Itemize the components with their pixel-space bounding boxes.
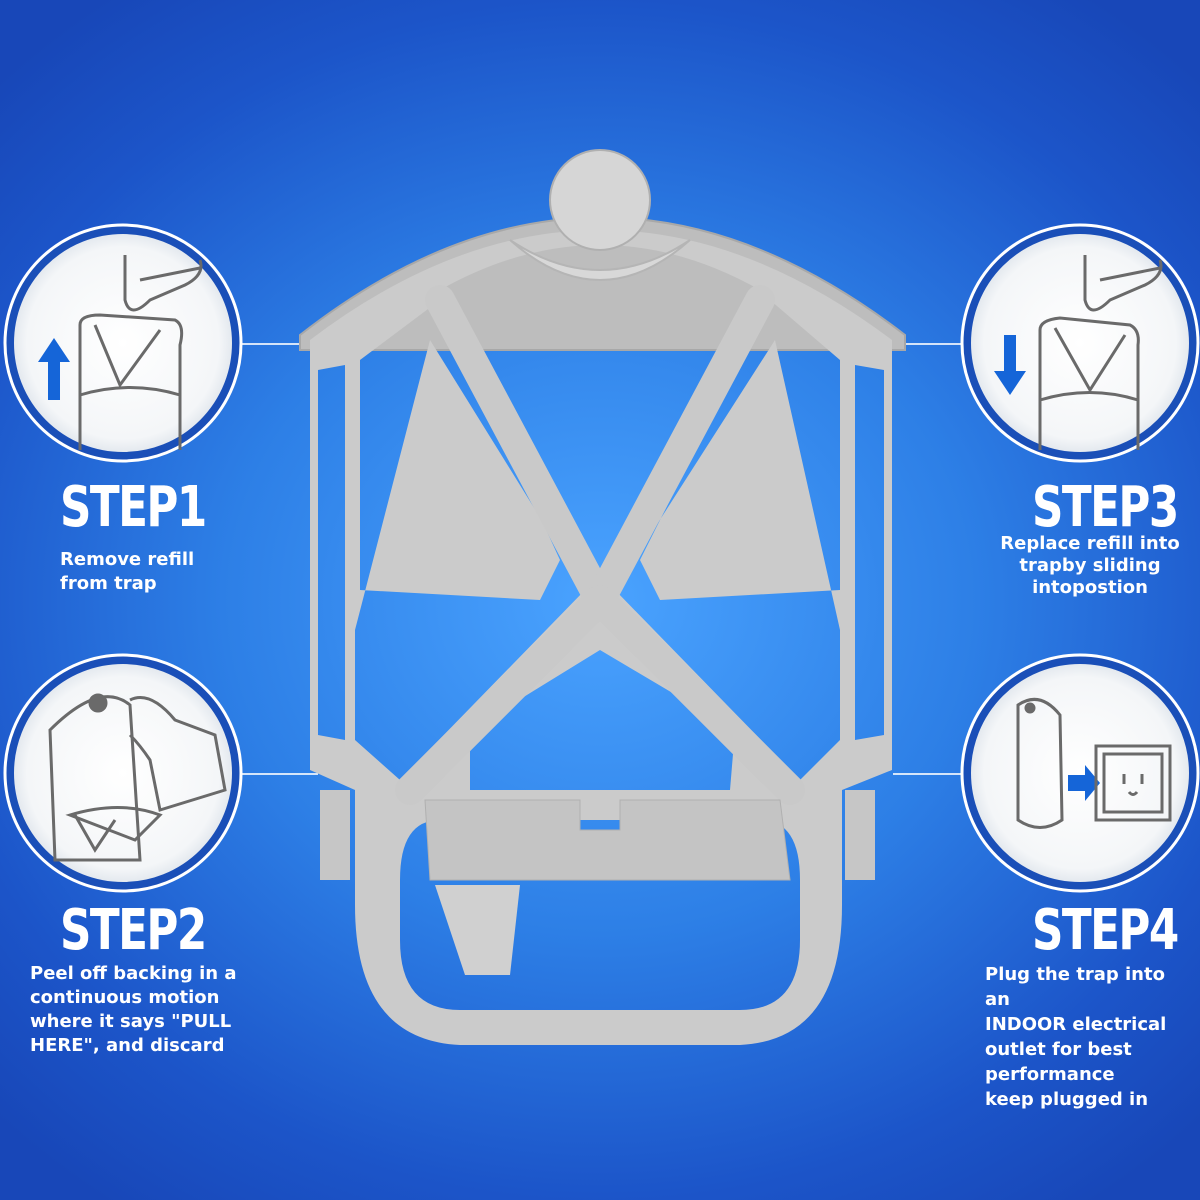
step1-title: STEP1 [60,475,207,540]
step2-description: Peel off backing in a continuous motion … [30,963,237,1056]
trap-scallop [509,239,691,281]
step1-circle [3,223,243,463]
down-arrow-icon [994,335,1026,395]
trap-right-leg [845,790,875,880]
trap-handle [424,799,791,881]
step4-circle [960,653,1200,893]
hand-icon [48,693,227,862]
step3-description: Replace refill into trapby sliding intop… [1000,533,1180,598]
step4-title: STEP4 [1032,898,1179,963]
trap-x-bars [395,285,805,805]
step3-circle [960,223,1200,463]
trap-side-icon [1016,697,1064,829]
trap-knob [549,149,651,251]
trap-left-leg [320,790,350,880]
step3-title: STEP3 [1032,475,1179,540]
trap-frame [310,230,892,1045]
step4-description: Plug the trap into an INDOOR electrical … [985,964,1167,1110]
hand-icon [78,255,203,450]
step2-circle [3,653,243,893]
electrical-outlet-icon [1094,744,1172,822]
trap-prong [435,885,520,975]
step1-description: Remove refill from trap [60,549,195,594]
step2-title: STEP2 [60,898,207,963]
hand-icon [1038,255,1163,450]
up-arrow-icon [38,338,70,400]
right-arrow-icon [1068,765,1100,801]
